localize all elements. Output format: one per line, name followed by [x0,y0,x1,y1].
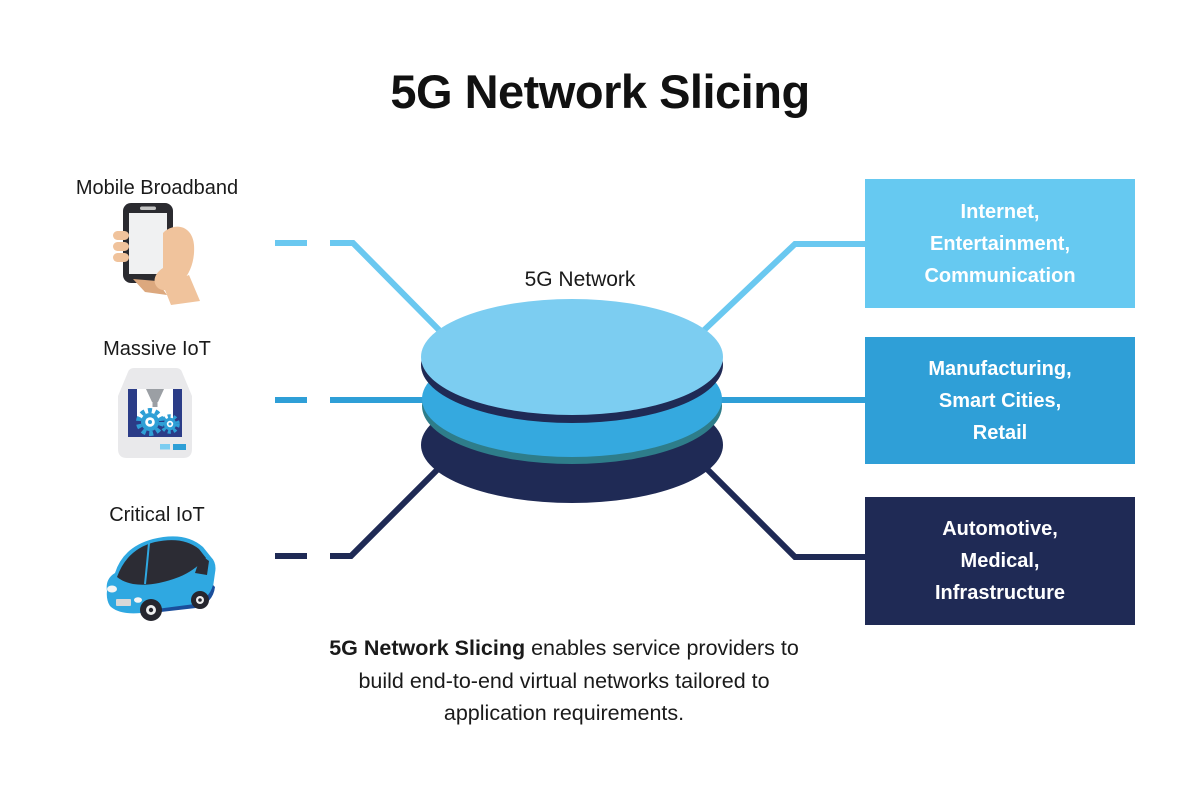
use-case-line: Entertainment, [929,232,1071,255]
use-case-line: Medical, [960,550,1040,572]
use-case-box-automotive: Automotive, Medical, Infrastructure [865,497,1135,625]
slice-top-disc [421,299,723,415]
use-case-line: Infrastructure [934,582,1066,604]
use-case-line: Internet, [960,200,1040,223]
use-case-line: Communication [924,264,1076,287]
link-automotive-right [700,462,866,560]
link-mobile-broadband-left [330,240,445,336]
gear-large [136,408,164,436]
smartphone-in-hand-icon [113,203,200,305]
slice-middle-disc [422,341,722,457]
source-label-critical-iot: Critical IoT [109,504,205,526]
use-case-line: Manufacturing, [928,357,1072,380]
use-case-line: Automotive, [942,518,1058,540]
3d-printer-icon [118,368,192,458]
source-label-massive-iot: Massive IoT [103,338,211,360]
caption-line-1-rest: enables service providers to [525,636,799,660]
page-title: 5G Network Slicing [390,65,810,118]
link-internet-right [697,241,866,337]
slice-middle-rim [422,348,722,464]
link-critical-iot-left [330,464,443,559]
caption-bold-lead: 5G Network Slicing [329,636,526,660]
gear-small [160,414,180,434]
car-icon [106,536,216,621]
caption: 5G Network Slicing enables service provi… [284,632,844,730]
use-case-line: Retail [972,421,1028,444]
caption-line-3: application requirements. [443,701,685,725]
network-core-label: 5G Network [524,268,636,291]
use-case-line: Smart Cities, [938,389,1062,412]
source-label-mobile-broadband: Mobile Broadband [75,177,239,199]
use-case-box-internet: Internet, Entertainment, Communication [865,179,1135,308]
slice-top-rim [421,307,723,423]
use-case-box-manufacturing: Manufacturing, Smart Cities, Retail [865,337,1135,464]
caption-line-1: 5G Network Slicing enables service provi… [284,632,844,665]
caption-line-2: build end-to-end virtual networks tailor… [358,668,770,693]
slice-bottom-disc [421,387,723,503]
